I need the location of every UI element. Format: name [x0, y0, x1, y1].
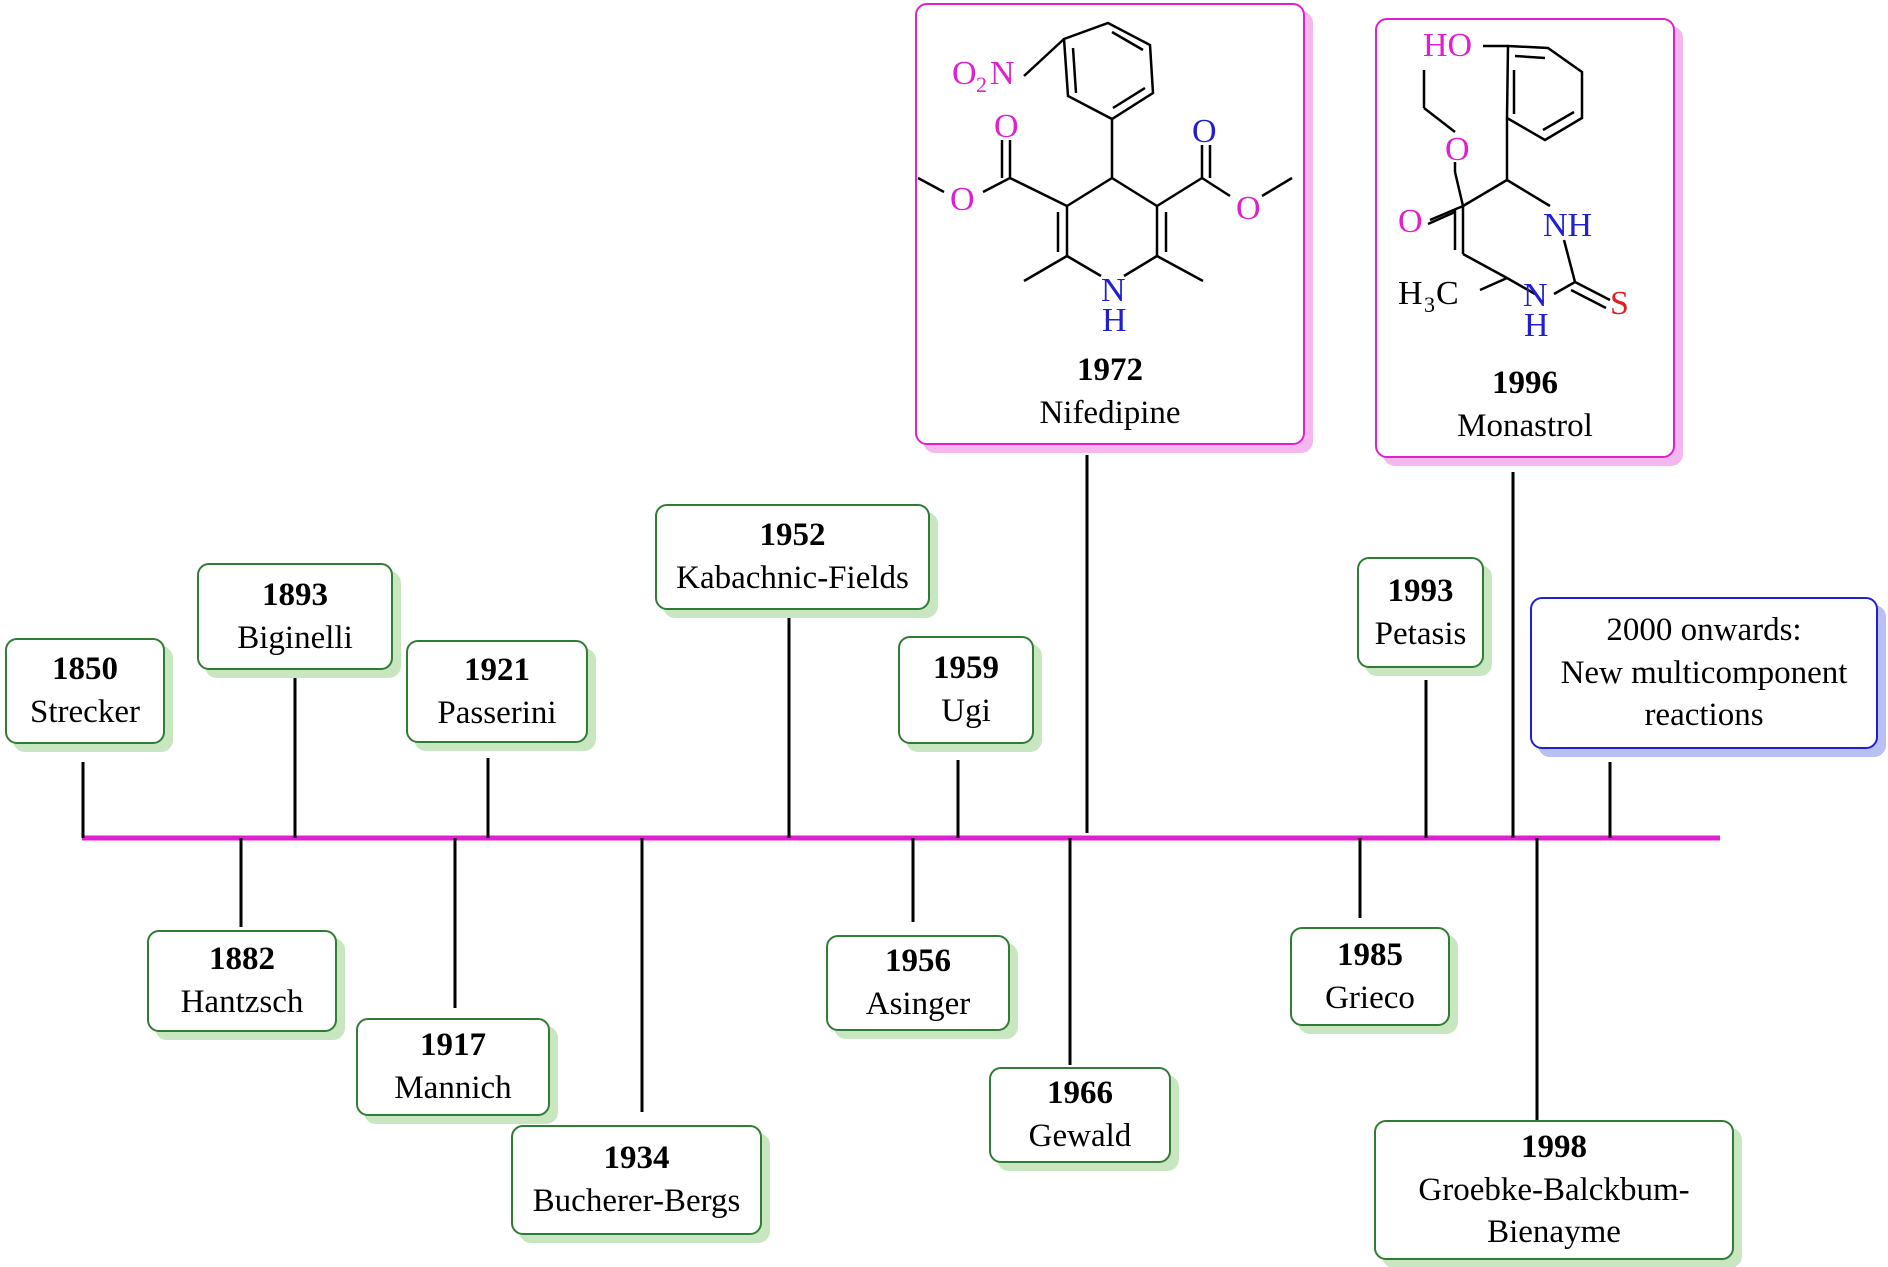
nitro-subscript: 2 [976, 72, 987, 97]
event-year: 1952 [759, 517, 826, 554]
event-nifedipine: 1972 Nifedipine [915, 3, 1305, 445]
future-line-2: New multicomponent [1560, 654, 1848, 691]
event-name: Mannich [394, 1070, 512, 1106]
event-year: 1934 [603, 1140, 670, 1177]
right-ester-o: O [1236, 190, 1261, 227]
event-name-line-2: Bienayme [1487, 1214, 1621, 1251]
event-year: 1998 [1521, 1128, 1587, 1165]
amine-h: H [1102, 302, 1127, 339]
event-year: 1882 [209, 941, 275, 978]
event-hantzsch: 1882 Hantzsch [147, 930, 337, 1032]
left-carbonyl-o: O [994, 108, 1019, 145]
event-ugi: 1959 Ugi [898, 636, 1034, 744]
ester-o: O [1445, 131, 1470, 168]
methyl-c: C [1436, 275, 1459, 312]
event-mannich: 1917 Mannich [356, 1018, 550, 1116]
event-name: Ugi [941, 693, 991, 729]
amine-n-bottom: N [1523, 277, 1548, 314]
hydroxyl-ho: HO [1423, 27, 1472, 64]
event-year: 1893 [262, 576, 328, 613]
event-strecker: 1850 Strecker [5, 638, 165, 744]
event-kabachnik: 1952 Kabachnic-Fields [655, 504, 930, 610]
event-name: Grieco [1325, 979, 1415, 1016]
future-line-1: 2000 onwards: [1606, 611, 1802, 648]
event-year: 1996 [1492, 365, 1558, 402]
event-name-line-1: Groebke-Balckbum- [1418, 1171, 1690, 1208]
event-bucherer: 1934 Bucherer-Bergs [511, 1125, 762, 1235]
thione-s: S [1610, 285, 1629, 322]
event-biginelli: 1893 Biginelli [197, 563, 393, 670]
methyl-h: H [1398, 275, 1423, 312]
future-line-3: reactions [1644, 697, 1764, 734]
event-year: 1921 [464, 651, 530, 688]
event-name: Hantzsch [180, 984, 304, 1020]
event-year: 1850 [52, 651, 118, 688]
left-ester-o: O [950, 181, 975, 218]
event-year: 1972 [1077, 352, 1143, 389]
event-gewald: 1966 Gewald [989, 1067, 1171, 1163]
event-name: Monastrol [1457, 408, 1593, 445]
event-year: 1959 [933, 650, 999, 687]
nitro-n: N [990, 55, 1015, 92]
event-name: Biginelli [237, 619, 353, 656]
event-name: Gewald [1028, 1118, 1132, 1154]
event-grieco: 1985 Grieco [1290, 927, 1450, 1026]
event-asinger: 1956 Asinger [826, 935, 1010, 1031]
carbonyl-o: O [1398, 203, 1423, 240]
event-year: 1966 [1047, 1075, 1113, 1112]
event-future: 2000 onwards: New multicomponent reactio… [1530, 597, 1878, 749]
amine-n: N [1101, 272, 1126, 309]
event-year: 1993 [1387, 572, 1454, 609]
event-name: Kabachnic-Fields [676, 560, 909, 596]
right-carbonyl-o: O [1192, 113, 1217, 150]
amine-nh-top: NH [1543, 207, 1592, 244]
event-petasis: 1993 Petasis [1357, 557, 1484, 668]
event-year: 1985 [1337, 936, 1403, 973]
event-name: Petasis [1374, 615, 1467, 652]
event-name: Passerini [437, 694, 557, 731]
event-name: Asinger [865, 986, 971, 1022]
amine-h-bottom: H [1524, 307, 1549, 344]
event-year: 1956 [885, 943, 951, 980]
methyl-subscript: 3 [1424, 292, 1435, 317]
nitro-o: O [952, 55, 977, 92]
event-name: Nifedipine [1039, 395, 1181, 432]
event-name: Bucherer-Bergs [532, 1183, 741, 1219]
event-year: 1917 [420, 1027, 486, 1064]
event-groebke: 1998 Groebke-Balckbum- Bienayme [1374, 1120, 1734, 1260]
event-name: Strecker [30, 694, 140, 730]
event-passerini: 1921 Passerini [406, 640, 588, 743]
